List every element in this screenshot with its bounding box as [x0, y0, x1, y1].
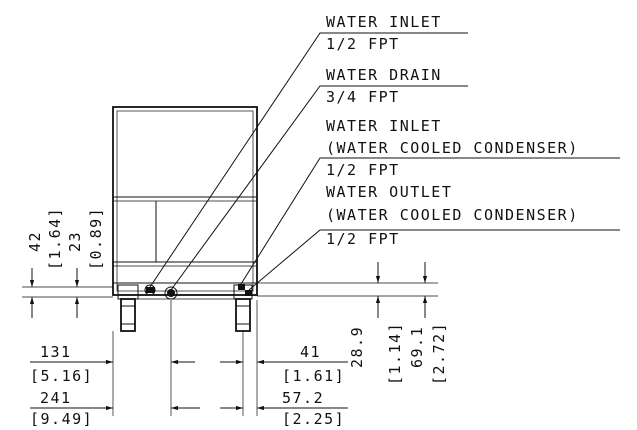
dimension-mm: 23: [66, 231, 84, 252]
water-drain-fitting: [164, 286, 178, 300]
dimension-inch: [2.25]: [282, 410, 345, 428]
callout-label: WATER INLET: [326, 13, 442, 31]
dimension-bottom-241: 241 [9.49]: [30, 389, 200, 428]
water-inlet-fitting: [144, 284, 156, 296]
dimension-bottom-41: 41 [1.61]: [220, 343, 348, 385]
callout-note: (WATER COOLED CONDENSER): [326, 139, 579, 157]
dimension-mm: 241: [40, 389, 72, 407]
dimension-mm: 57.2: [282, 389, 324, 407]
callout-water-drain: WATER DRAIN 3/4 FPT: [326, 66, 442, 106]
dimension-inch: [9.49]: [30, 410, 93, 428]
callout-condenser-outlet: WATER OUTLET (WATER COOLED CONDENSER) 1/…: [326, 183, 579, 248]
dimension-inch: [1.14]: [386, 322, 404, 385]
dimension-inch: [2.72]: [430, 322, 448, 385]
dimension-inch: [5.16]: [30, 367, 93, 385]
callout-label: WATER OUTLET: [326, 183, 452, 201]
dimension-mm: 28.9: [348, 326, 366, 368]
dimension-inch: [0.89]: [87, 207, 105, 270]
callout-condenser-inlet: WATER INLET (WATER COOLED CONDENSER) 1/2…: [326, 117, 579, 179]
dimension-bottom-131: 131 [5.16]: [30, 343, 195, 385]
dimension-left-42: 42 [1.64]: [26, 207, 64, 318]
dimension-right-69-1: 69.1 [2.72]: [408, 262, 448, 385]
dimension-bottom-57-2: 57.2 [2.25]: [220, 389, 348, 428]
dimension-left-23: 23 [0.89]: [66, 207, 105, 318]
dimension-inch: [1.64]: [46, 207, 64, 270]
dimension-right-28-9: 28.9 [1.14]: [348, 262, 404, 385]
callout-water-inlet: WATER INLET 1/2 FPT: [326, 13, 442, 53]
callout-spec: 1/2 FPT: [326, 161, 400, 179]
callout-spec: 1/2 FPT: [326, 35, 400, 53]
condenser-inlet-fitting: [238, 284, 245, 290]
callout-note: (WATER COOLED CONDENSER): [326, 206, 579, 224]
callout-spec: 3/4 FPT: [326, 88, 400, 106]
extension-lines: [112, 300, 258, 416]
dimension-mm: 131: [40, 343, 72, 361]
callout-label: WATER INLET: [326, 117, 442, 135]
dimension-mm: 69.1: [408, 326, 426, 368]
dimension-mm: 41: [300, 343, 321, 361]
dimension-mm: 42: [26, 231, 44, 252]
dimension-inch: [1.61]: [282, 367, 345, 385]
reference-lines: [22, 282, 438, 298]
left-leg: [117, 284, 139, 332]
callout-spec: 1/2 FPT: [326, 230, 400, 248]
machine-body: [112, 106, 258, 300]
condenser-outlet-fitting: [245, 290, 252, 296]
leader-lines: [149, 32, 620, 291]
callout-label: WATER DRAIN: [326, 66, 442, 84]
